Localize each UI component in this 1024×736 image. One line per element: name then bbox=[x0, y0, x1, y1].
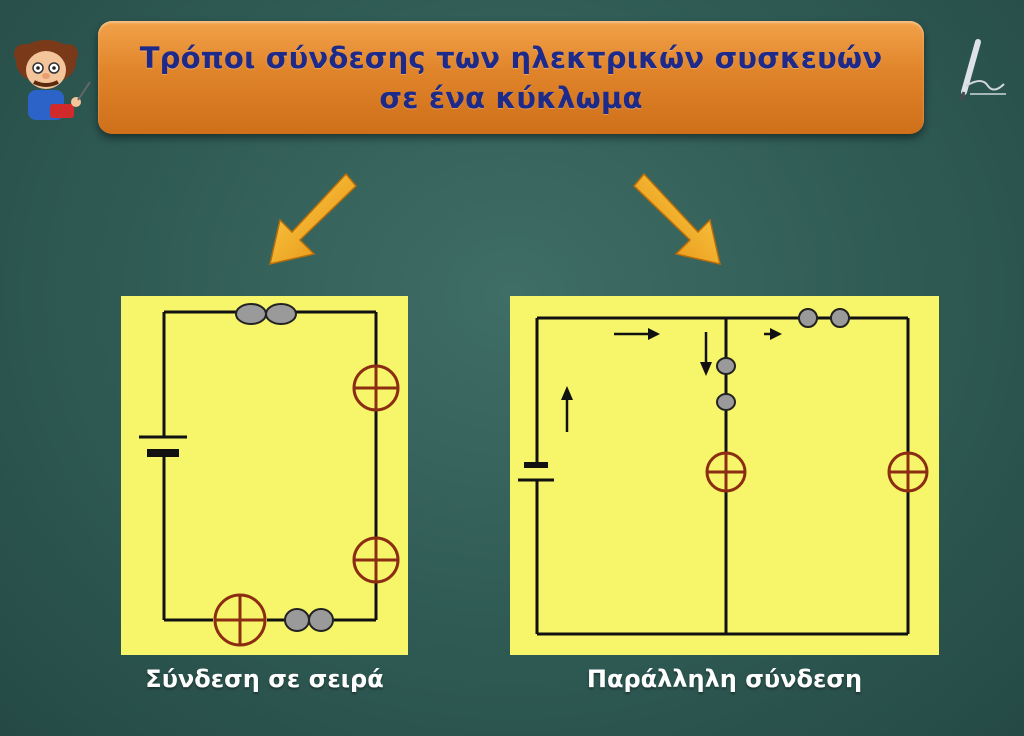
title-line-2: σε ένα κύκλωμα bbox=[379, 80, 643, 115]
parallel-switch-top bbox=[798, 308, 850, 328]
title-banner: Τρόποι σύνδεσης των ηλεκτρικών συσκευών … bbox=[98, 21, 924, 134]
parallel-lamp-middle bbox=[705, 451, 747, 493]
series-switch-bottom bbox=[284, 608, 334, 632]
arrow-down-left-icon bbox=[269, 172, 358, 265]
pen-signature-icon bbox=[959, 39, 1006, 101]
parallel-lamp-right bbox=[887, 451, 929, 493]
professor-cartoon-icon bbox=[14, 40, 91, 120]
caption-series: Σύνδεση σε σειρά bbox=[145, 665, 384, 693]
caption-parallel: Παράλληλη σύνδεση bbox=[586, 665, 863, 693]
series-battery bbox=[139, 435, 187, 457]
arrow-down-right-icon bbox=[632, 172, 721, 265]
title-line-1: Τρόποι σύνδεσης των ηλεκτρικών συσκευών bbox=[139, 40, 883, 75]
parallel-battery bbox=[518, 462, 554, 482]
series-switch-top bbox=[233, 303, 297, 325]
series-lamp-lower bbox=[352, 536, 400, 584]
current-arrow-up bbox=[561, 386, 573, 432]
current-arrow-down bbox=[700, 332, 712, 376]
series-circuit-diagram bbox=[139, 303, 400, 647]
series-lamp-bottom bbox=[213, 593, 267, 647]
parallel-switch-branch bbox=[716, 357, 736, 411]
current-arrow-right-2 bbox=[764, 328, 782, 340]
series-circuit-panel bbox=[121, 296, 408, 655]
parallel-circuit-diagram bbox=[518, 308, 929, 636]
current-arrow-right-1 bbox=[614, 328, 660, 340]
parallel-circuit-panel bbox=[510, 296, 939, 655]
series-lamp-upper bbox=[352, 364, 400, 412]
